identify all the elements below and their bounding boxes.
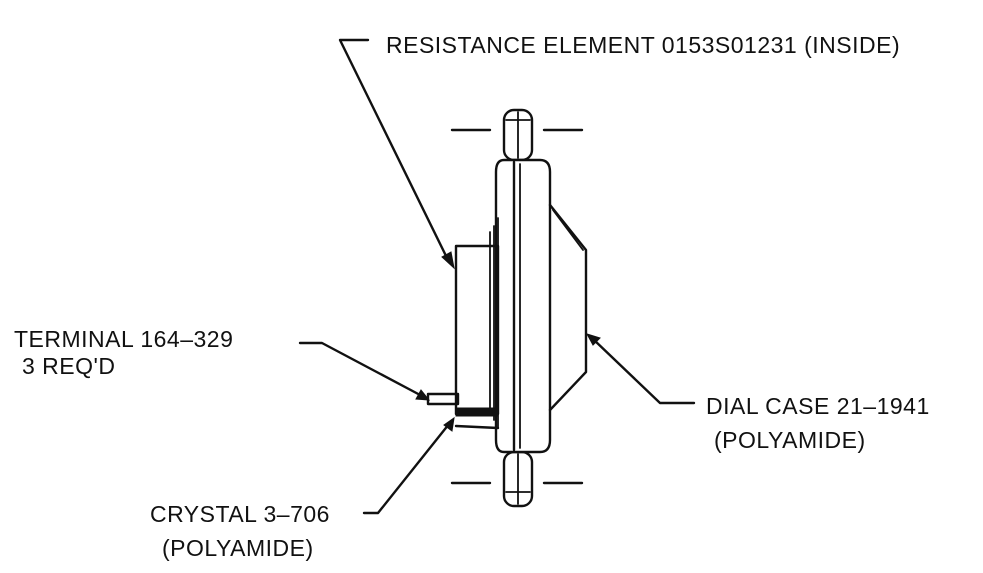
leader-terminal — [298, 341, 431, 401]
label-crystal-line1: CRYSTAL 3–706 — [150, 501, 330, 527]
label-resistance-element: RESISTANCE ELEMENT 0153S01231 (INSIDE) — [386, 32, 900, 58]
top-mounting-ear — [502, 108, 534, 162]
leader-resistance-element — [338, 38, 455, 270]
leader-crystal — [362, 416, 455, 515]
crystal-band — [454, 407, 500, 430]
label-dial-case-line2: (POLYAMIDE) — [714, 427, 866, 453]
rear-housing — [454, 217, 500, 429]
label-terminal-line2: 3 REQ'D — [22, 353, 116, 379]
terminal — [426, 392, 460, 406]
bottom-mounting-ear — [502, 450, 534, 508]
label-crystal-line2: (POLYAMIDE) — [162, 535, 314, 561]
dial-flange — [494, 158, 552, 454]
leader-dial-case — [585, 333, 696, 405]
label-dial-case-line1: DIAL CASE 21–1941 — [706, 393, 930, 419]
dial-case-dome — [548, 203, 588, 412]
center-marks — [450, 128, 584, 485]
label-terminal-line1: TERMINAL 164–329 — [14, 326, 233, 352]
